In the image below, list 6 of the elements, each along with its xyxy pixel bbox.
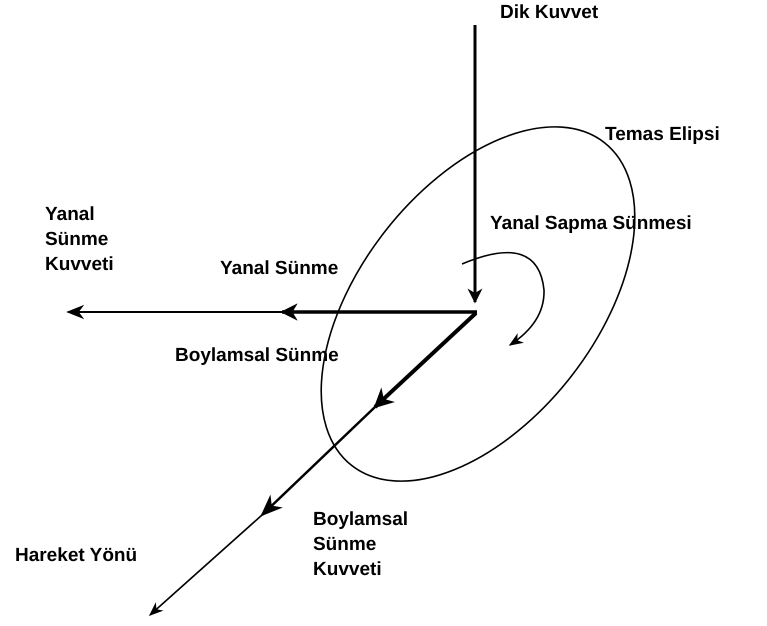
label-text: Yanal Sünme Kuvveti xyxy=(45,203,115,277)
label-text: Yanal Sünme xyxy=(220,257,338,281)
label-text: Boylamsal Sünme Kuvveti xyxy=(313,508,410,582)
label-text: Temas Elipsi xyxy=(605,123,720,147)
label-text: Dik Kuvvet xyxy=(500,1,598,25)
label-text: Hareket Yönü xyxy=(15,544,138,568)
